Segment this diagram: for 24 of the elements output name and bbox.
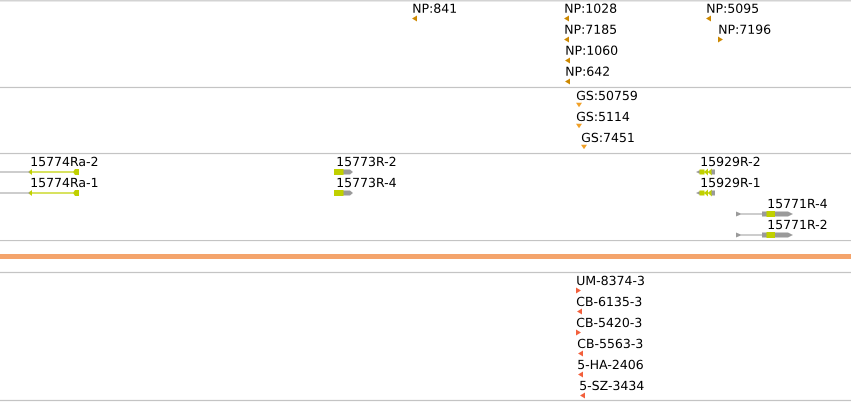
feature-label: 15774Ra-1 <box>32 178 98 188</box>
feature-label: NP:1060 <box>566 46 618 55</box>
feature-label: 15773R-2 <box>338 156 396 166</box>
feature-label: NP:841 <box>413 4 456 13</box>
feature-label: NP:7185 <box>565 24 616 34</box>
feature-label: GS:7451 <box>582 132 634 142</box>
feature-label: CB-6135-3 <box>576 296 642 306</box>
feature-label: 5-SZ-3434 <box>580 380 644 390</box>
feature-label: CB-5420-3 <box>576 318 642 328</box>
feature-label: NP:5095 <box>707 4 758 13</box>
feature-label: 15929R-2 <box>702 156 760 166</box>
feature-label: 5-HA-2406 <box>578 360 643 370</box>
feature-label: GS:5114 <box>576 112 630 122</box>
feature-label: 15929R-1 <box>702 178 760 188</box>
feature-label: 15771R-2 <box>768 220 826 230</box>
feature-label: GS:50759 <box>576 90 637 100</box>
feature-label: CB-5563-3 <box>578 338 642 348</box>
feature-label: 15771R-4 <box>768 198 827 208</box>
feature-label: NP:642 <box>566 66 609 76</box>
feature-label: 15774Ra-2 <box>32 156 98 166</box>
feature-label: 15773R-4 <box>338 178 396 188</box>
feature-label: UM-8374-3 <box>577 276 644 286</box>
feature-label: NP:7196 <box>719 24 770 34</box>
feature-label: NP:1028 <box>565 4 616 13</box>
